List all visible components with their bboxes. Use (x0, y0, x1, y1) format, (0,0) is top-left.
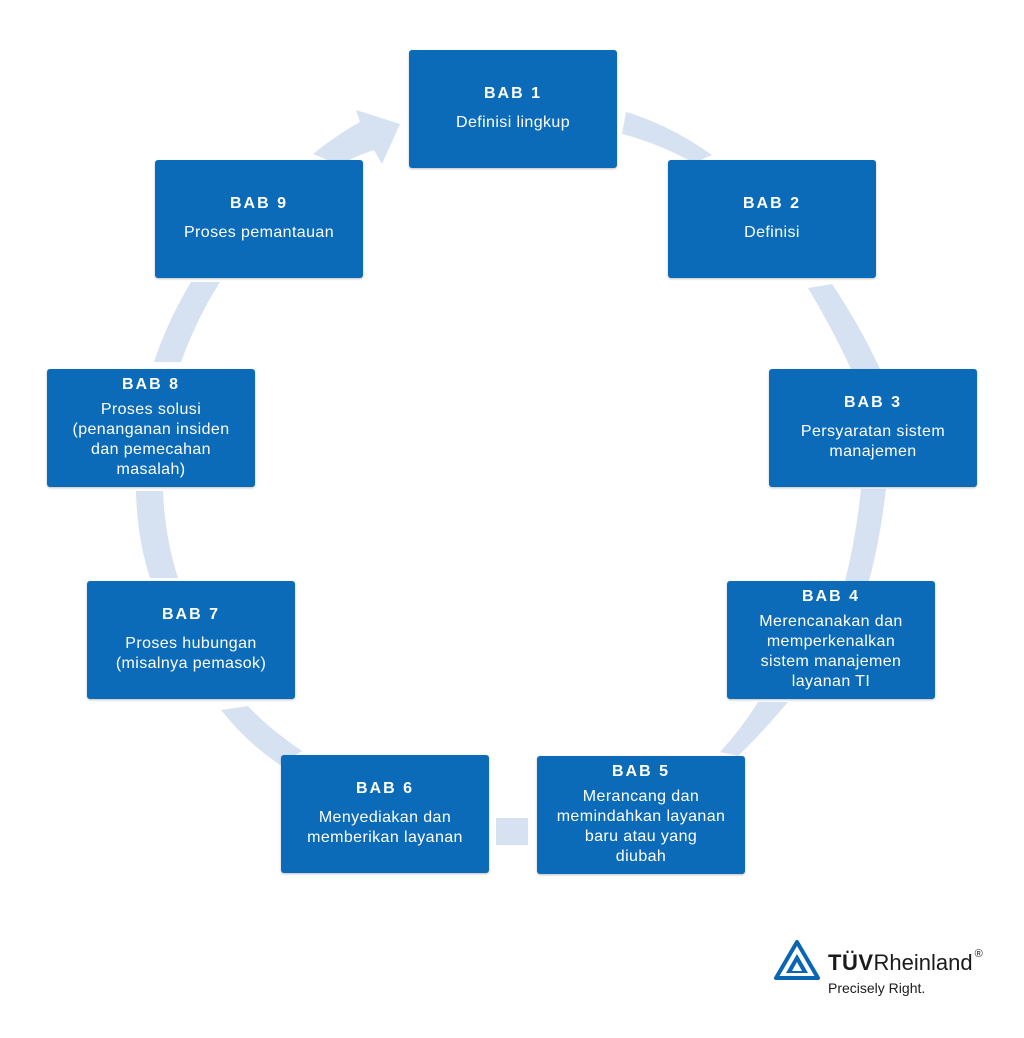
ring-segment-2-3 (808, 284, 880, 369)
step-description: Proses solusi (penanganan insiden dan pe… (72, 401, 230, 478)
ring-segment-8-9 (154, 282, 220, 362)
step-bab-7: BAB 7 Proses hubungan (misalnya pemasok) (87, 581, 295, 699)
step-bab-8: BAB 8 Proses solusi (penanganan insiden … (47, 369, 255, 487)
step-title: BAB 4 (801, 588, 860, 605)
step-bab-6: BAB 6 Menyediakan dan memberikan layanan (281, 755, 489, 873)
step-description: Merencanakan dan memperkenalkan sistem m… (759, 613, 903, 690)
step-title: BAB 3 (843, 394, 902, 411)
step-bab-2: BAB 2 Definisi (668, 160, 876, 278)
ring-segment-6-7 (221, 706, 302, 765)
step-description: Menyediakan dan memberikan layanan (307, 809, 463, 846)
ring-segment-3-4 (845, 489, 886, 581)
ring-segment-1-2 (622, 112, 712, 163)
step-title: BAB 5 (611, 763, 670, 780)
brand-name-bold: TÜV (828, 950, 874, 975)
step-description: Definisi lingkup (455, 114, 570, 131)
step-bab-9: BAB 9 Proses pemantauan (155, 160, 363, 278)
step-bab-4: BAB 4 Merencanakan dan memperkenalkan si… (727, 581, 935, 699)
tuv-triangle-icon (774, 940, 820, 980)
brand-tagline: Precisely Right. (828, 980, 926, 996)
step-title: BAB 9 (229, 195, 288, 212)
step-description: Persyaratan sistem manajemen (800, 423, 946, 460)
tuv-rheinland-logo: TÜVRheinland® Precisely Right. (774, 940, 1004, 1000)
step-title: BAB 8 (121, 376, 180, 393)
brand-name-rest: Rheinland (873, 950, 973, 975)
step-title: BAB 6 (355, 780, 414, 797)
step-description: Proses pemantauan (183, 224, 334, 241)
ring-segment-5-6 (496, 818, 528, 845)
ring-segment-7-8 (136, 491, 178, 578)
step-bab-5: BAB 5 Merancang dan memindahkan layanan … (537, 756, 745, 874)
brand-name: TÜVRheinland® (828, 948, 983, 976)
ring-segment-4-5 (720, 702, 788, 756)
registered-mark: ® (974, 948, 983, 960)
step-title: BAB 1 (483, 85, 542, 102)
ring-arrow-9-1 (313, 110, 400, 165)
step-title: BAB 2 (742, 195, 801, 212)
step-bab-3: BAB 3 Persyaratan sistem manajemen (769, 369, 977, 487)
step-title: BAB 7 (161, 606, 220, 623)
step-description: Proses hubungan (misalnya pemasok) (115, 635, 267, 672)
step-description: Merancang dan memindahkan layanan baru a… (556, 788, 726, 865)
step-description: Definisi (744, 224, 800, 241)
step-bab-1: BAB 1 Definisi lingkup (409, 50, 617, 168)
